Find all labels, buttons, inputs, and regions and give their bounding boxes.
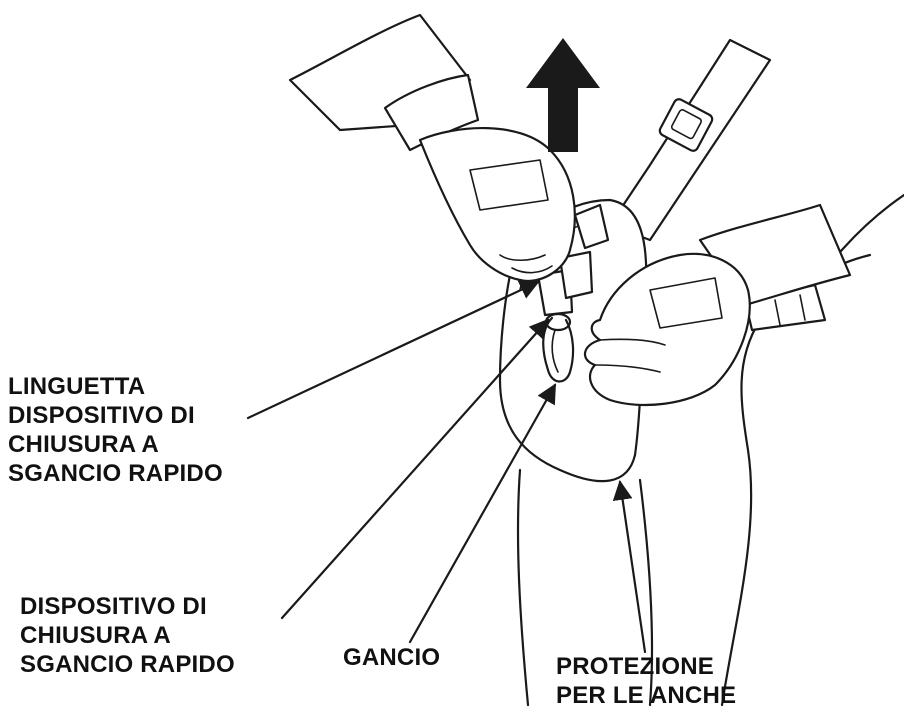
up-arrow-icon bbox=[526, 38, 600, 152]
leg-left bbox=[518, 470, 528, 705]
leader-hook bbox=[410, 385, 555, 642]
label-quick-release-tab: LINGUETTA DISPOSITIVO DI CHIUSURA A SGAN… bbox=[8, 372, 223, 488]
label-hip-guard: PROTEZIONE PER LE ANCHE bbox=[556, 652, 736, 710]
leader-tab bbox=[248, 282, 538, 418]
label-quick-release-device: DISPOSITIVO DI CHIUSURA A SGANCIO RAPIDO bbox=[20, 592, 235, 679]
leader-hip-guard bbox=[620, 482, 645, 652]
label-hook: GANCIO bbox=[343, 643, 440, 672]
